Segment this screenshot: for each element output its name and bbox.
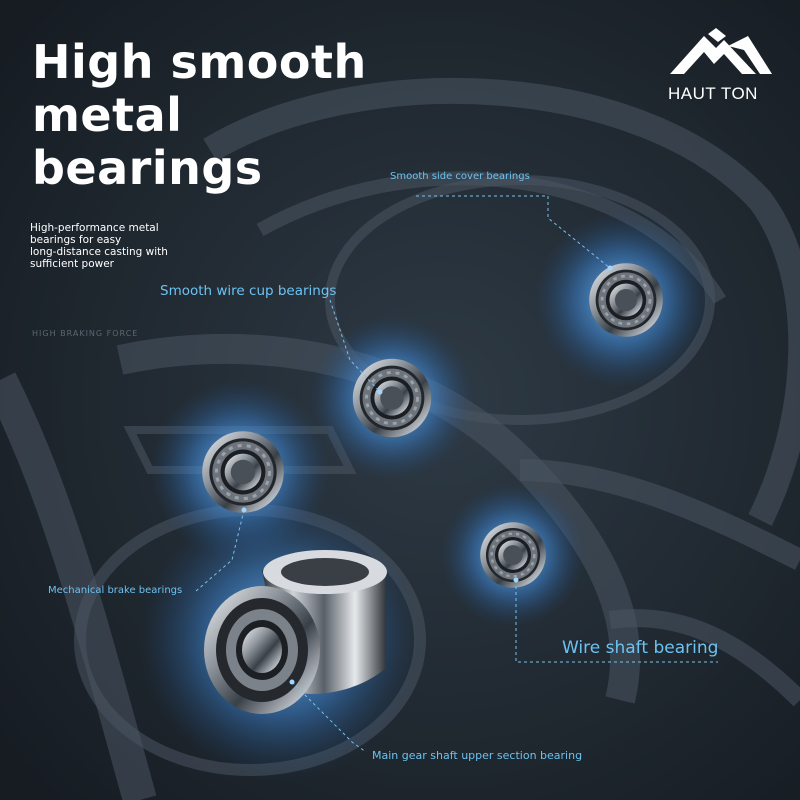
subtext-line: bearings for easy [30,234,122,246]
side-cover-bearing [587,261,665,339]
headline-line: bearings [32,141,263,195]
mountain-logo-icon [670,28,772,74]
headline-line: metal [32,88,183,142]
main-gear-bearing [204,550,387,714]
brand-name: HAUT TON [668,84,758,103]
leader-lines [195,195,718,753]
brake-bearing [200,429,286,515]
label-mechanical-brake-bearings: Mechanical brake bearings [48,585,183,596]
subtext: High-performance metal bearings for easy… [30,222,190,270]
wire-shaft-bearing [478,520,548,590]
brand-logo: HAUT TON [664,26,784,103]
subtext-line: long-distance casting with [30,246,168,258]
subtext-line: sufficient power [30,258,114,270]
wire-cup-bearing [351,357,433,439]
label-main-gear-shaft-bearing: Main gear shaft upper section bearing [372,749,583,762]
label-wire-shaft-bearing: Wire shaft bearing [562,638,719,658]
label-wire-cup-bearings: Smooth wire cup bearings [160,283,337,299]
subtext-line: High-performance metal [30,222,159,234]
ghost-text: HIGH BRAKING FORCE [32,329,139,338]
leader-dots [241,265,613,685]
headline-line: High smooth [32,35,367,89]
headline: High smooth metal bearings [32,36,367,195]
label-side-cover-bearings: Smooth side cover bearings [390,171,530,182]
